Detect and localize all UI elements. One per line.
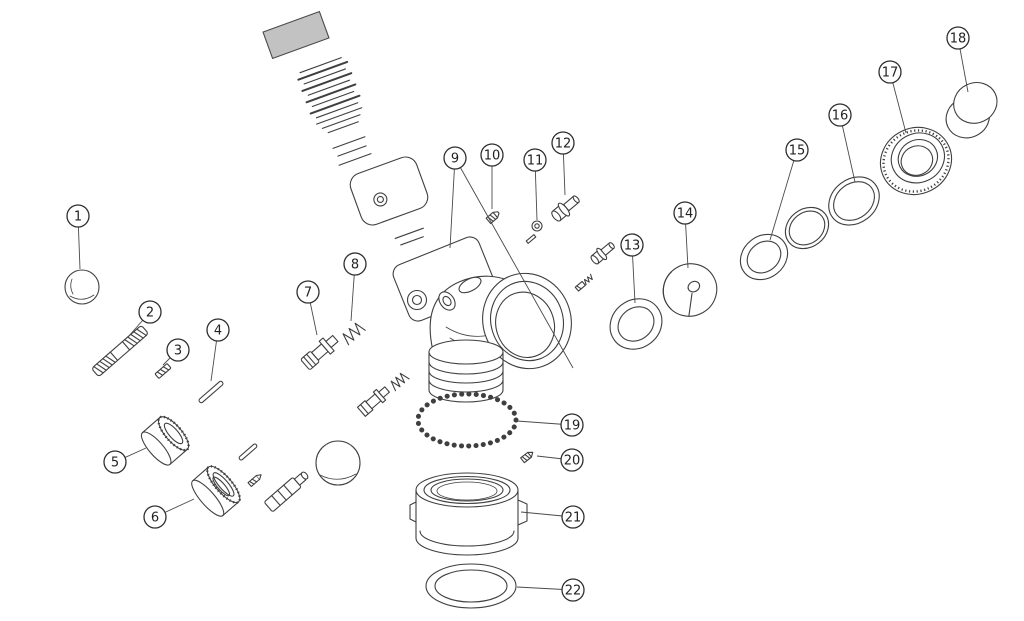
callout-15: 15 — [785, 138, 809, 162]
stack-plate — [349, 156, 429, 226]
stack-label-plate — [262, 10, 330, 60]
callout-10: 10 — [480, 143, 504, 167]
callout-label-22: 22 — [565, 584, 582, 599]
part-8-spring — [342, 322, 366, 346]
callout-14: 14 — [673, 201, 697, 225]
callout-16: 16 — [828, 103, 852, 127]
part-spring-2 — [390, 372, 410, 392]
leader-line-9b — [454, 157, 574, 369]
part-screw-spring — [574, 273, 593, 292]
part-13-ring — [609, 298, 663, 350]
callout-21: 21 — [561, 505, 585, 529]
callout-19: 19 — [560, 413, 584, 437]
callout-label-7: 7 — [304, 286, 312, 301]
part-19-bead-chain — [415, 391, 519, 449]
part-11-washer — [525, 220, 543, 244]
part-2-threaded-rod — [92, 325, 148, 377]
callout-label-3: 3 — [174, 344, 182, 359]
callout-label-15: 15 — [789, 144, 806, 159]
callout-6: 6 — [143, 505, 167, 529]
part-bolt-2 — [590, 242, 615, 265]
stack-washers — [297, 57, 363, 134]
part-ring-middle — [784, 206, 830, 250]
callout-label-17: 17 — [882, 66, 899, 81]
callout-3: 3 — [166, 338, 190, 362]
callout-label-8: 8 — [351, 258, 359, 273]
part-4-pin — [198, 380, 224, 404]
callout-5: 5 — [103, 450, 127, 474]
callout-label-16: 16 — [832, 109, 849, 124]
stack-rings — [332, 136, 372, 166]
callout-label-13: 13 — [624, 239, 641, 254]
callout-label-14: 14 — [677, 207, 694, 222]
leader-line-15 — [769, 149, 798, 241]
part-12-bolt — [551, 195, 580, 222]
part-6-knurled-ring — [191, 465, 241, 517]
part-7-valve-stem — [300, 334, 339, 370]
part-21-coupling-nut — [409, 472, 528, 556]
callout-7: 7 — [296, 280, 320, 304]
part-3-set-screw — [154, 363, 172, 379]
callout-9: 9 — [443, 146, 467, 170]
part-1-ball — [64, 269, 100, 305]
callout-11: 11 — [523, 148, 547, 172]
part-20-screw — [520, 451, 534, 464]
part-screw-small — [247, 474, 262, 488]
callout-label-21: 21 — [565, 511, 582, 526]
part-16-ring — [828, 176, 880, 226]
callout-label-11: 11 — [527, 154, 544, 169]
part-stem-2 — [356, 386, 390, 417]
stack-lines — [394, 227, 424, 246]
callout-label-20: 20 — [564, 454, 581, 469]
part-cartridge — [264, 471, 309, 512]
part-5-knurled-cap — [140, 415, 190, 466]
callout-label-6: 6 — [151, 511, 159, 526]
callout-17: 17 — [878, 60, 902, 84]
callout-2: 2 — [138, 300, 162, 324]
callout-18: 18 — [946, 26, 970, 50]
callout-8: 8 — [343, 252, 367, 276]
leader-line-9 — [449, 157, 456, 249]
callout-label-19: 19 — [564, 419, 581, 434]
callout-12: 12 — [551, 131, 575, 155]
callout-4: 4 — [206, 318, 230, 342]
part-ball-large — [315, 440, 361, 486]
callout-label-4: 4 — [214, 324, 222, 339]
callout-label-12: 12 — [555, 137, 572, 152]
callout-label-18: 18 — [950, 32, 967, 47]
part-14-dome — [662, 263, 718, 317]
part-18-cap — [945, 82, 998, 139]
callout-label-1: 1 — [74, 210, 82, 225]
part-15-ring — [739, 233, 789, 281]
valve-body — [428, 272, 572, 403]
callout-1: 1 — [66, 204, 90, 228]
callout-13: 13 — [620, 233, 644, 257]
part-pin-small — [238, 443, 258, 461]
callout-label-10: 10 — [484, 149, 501, 164]
callout-20: 20 — [560, 448, 584, 472]
callout-label-5: 5 — [111, 456, 119, 471]
callout-label-2: 2 — [146, 306, 154, 321]
part-22-gasket — [425, 563, 517, 609]
part-17-knurled-nut — [879, 126, 953, 196]
callout-22: 22 — [561, 578, 585, 602]
callout-label-9: 9 — [451, 152, 459, 167]
